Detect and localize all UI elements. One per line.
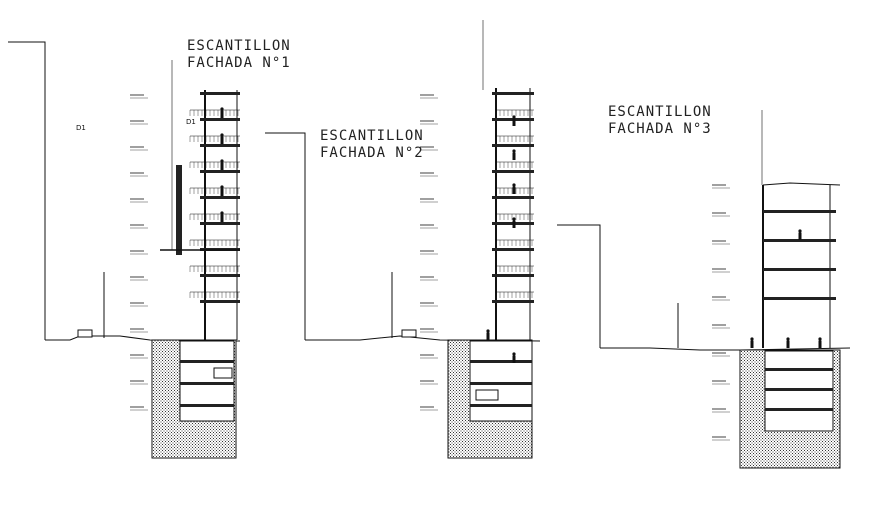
section-3-reference-line — [557, 224, 601, 348]
section-1-title-line1: ESCANTILLON — [187, 38, 291, 54]
car-icon — [77, 329, 93, 338]
section-1-reference-line — [8, 41, 46, 340]
person-icon — [220, 136, 224, 144]
person-icon — [818, 337, 822, 341]
person-icon — [750, 340, 754, 348]
person-icon — [798, 232, 802, 240]
section-1-title: ESCANTILLON FACHADA N°1 — [187, 38, 291, 72]
section-2-floor-slabs — [492, 274, 534, 277]
section-1-floor-slabs — [200, 300, 240, 303]
person-icon — [786, 340, 790, 348]
section-1-column-band — [176, 165, 182, 255]
section-1-basement-slabs — [180, 360, 234, 363]
car-icon — [213, 367, 233, 379]
section-1-floor-slabs — [200, 92, 240, 95]
section-3-basement-slabs — [765, 388, 833, 391]
person-icon — [220, 159, 224, 163]
section-2-floor-slabs — [492, 196, 534, 199]
section-3-title-line2: FACHADA N°3 — [608, 121, 712, 137]
section-1-basement-slabs — [180, 404, 234, 407]
section-2-title-line2: FACHADA N°2 — [320, 145, 424, 161]
section-2-title: ESCANTILLON FACHADA N°2 — [320, 128, 424, 162]
section-3-title: ESCANTILLON FACHADA N°3 — [608, 104, 712, 138]
person-icon — [220, 107, 224, 111]
person-icon — [818, 340, 822, 348]
person-icon — [512, 149, 516, 153]
person-icon — [512, 118, 516, 126]
section-3-floor-slabs — [763, 268, 836, 271]
section-1-floor-slabs — [200, 144, 240, 147]
section-2-floor-slabs — [492, 144, 534, 147]
section-3-basement-slabs — [765, 368, 833, 371]
section-1-floor-slabs — [200, 170, 240, 173]
person-icon — [220, 162, 224, 170]
person-icon — [512, 186, 516, 194]
person-icon — [512, 352, 516, 356]
person-icon — [220, 185, 224, 189]
section-2-basement-slabs — [470, 382, 532, 385]
section-3-floor-slabs — [763, 210, 836, 213]
person-icon — [486, 332, 490, 340]
person-icon — [750, 337, 754, 341]
person-icon — [798, 229, 802, 233]
section-2-basement-slabs — [470, 360, 532, 363]
section-1-tag-a: D1 — [76, 124, 86, 132]
person-icon — [512, 217, 516, 221]
section-2-basement — [469, 340, 533, 422]
person-icon — [512, 183, 516, 187]
section-1-floor-slabs — [200, 196, 240, 199]
person-icon — [512, 152, 516, 160]
car-icon — [401, 329, 417, 338]
person-icon — [220, 214, 224, 222]
section-1-title-line2: FACHADA N°1 — [187, 55, 291, 71]
person-icon — [512, 115, 516, 119]
person-icon — [512, 220, 516, 228]
section-1-floor-slabs — [200, 118, 240, 121]
car-icon — [475, 389, 499, 401]
section-3-floor-slabs — [763, 239, 836, 242]
person-icon — [220, 110, 224, 118]
section-2-floor-slabs — [492, 248, 534, 251]
section-3-roof-line — [762, 182, 841, 186]
section-2-floor-slabs — [492, 170, 534, 173]
section-2-reference-line — [265, 132, 306, 340]
section-2-title-line1: ESCANTILLON — [320, 128, 424, 144]
person-icon — [512, 355, 516, 363]
section-2-basement-slabs — [470, 404, 532, 407]
section-1-basement-slabs — [180, 382, 234, 385]
section-2-floor-slabs — [492, 92, 534, 95]
person-icon — [220, 188, 224, 196]
section-3-basement-slabs — [765, 408, 833, 411]
section-1-floor-slabs — [200, 222, 240, 225]
person-icon — [786, 337, 790, 341]
person-icon — [486, 329, 490, 333]
person-icon — [220, 133, 224, 137]
section-3-floor-slabs — [763, 297, 836, 300]
section-1-floor-slabs — [200, 274, 240, 277]
section-3-ground-line — [600, 347, 851, 351]
section-3-title-line1: ESCANTILLON — [608, 104, 712, 120]
section-1-basement — [179, 340, 235, 422]
person-icon — [220, 211, 224, 215]
section-2-floor-slabs — [492, 300, 534, 303]
section-1-tag-b: D1 — [186, 118, 196, 126]
